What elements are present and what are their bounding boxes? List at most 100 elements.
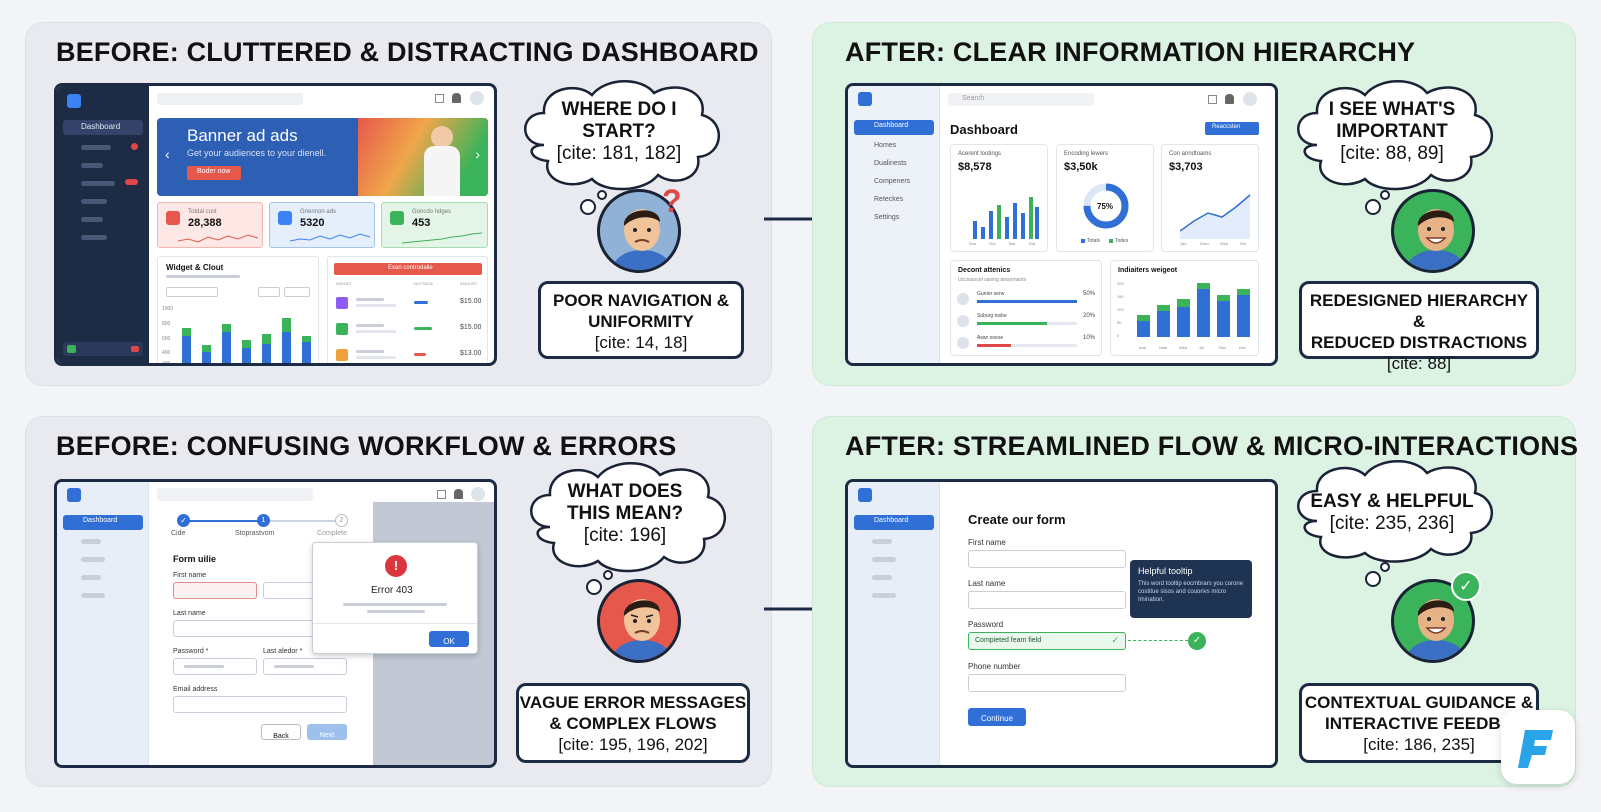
connector-line bbox=[1128, 640, 1188, 641]
panel-title: AFTER: STREAMLINED FLOW & MICRO-INTERACT… bbox=[845, 431, 1579, 461]
happy-avatar bbox=[1391, 189, 1475, 273]
line-chart bbox=[1180, 194, 1251, 239]
select-dropdown[interactable] bbox=[166, 287, 218, 297]
mock-sidebar: Dashboard bbox=[57, 86, 149, 363]
banner-button[interactable]: Boder now bbox=[187, 166, 241, 180]
search-input[interactable] bbox=[157, 93, 303, 105]
chevron-left-icon[interactable]: ‹ bbox=[165, 146, 170, 162]
first-name-field[interactable] bbox=[173, 582, 257, 599]
field[interactable] bbox=[263, 658, 347, 675]
panel-after-workflow: AFTER: STREAMLINED FLOW & MICRO-INTERACT… bbox=[812, 416, 1579, 787]
first-name-field[interactable] bbox=[968, 550, 1126, 568]
nav-item[interactable]: Compeners bbox=[874, 178, 911, 185]
sidebar-footer bbox=[63, 342, 143, 356]
stacked-bar-chart bbox=[1137, 283, 1250, 337]
grid-icon[interactable] bbox=[437, 490, 446, 499]
mock-sidebar: Dashboard Homes Dualinests Compeners Ret… bbox=[848, 86, 940, 363]
password-field[interactable]: Compieted feam field ✓ bbox=[968, 632, 1126, 650]
form-title: Create our form bbox=[968, 512, 1066, 527]
filter-button[interactable] bbox=[258, 287, 280, 297]
action-button[interactable]: Reaccsten bbox=[1205, 122, 1259, 135]
panel-title: BEFORE: CONFUSING WORKFLOW & ERRORS bbox=[56, 431, 677, 461]
logo-icon bbox=[858, 488, 872, 502]
bell-icon[interactable] bbox=[452, 93, 461, 103]
stacked-bar-chart bbox=[182, 318, 311, 363]
bell-icon[interactable] bbox=[1225, 94, 1234, 104]
panel-after-dashboard: AFTER: CLEAR INFORMATION HIERARCHY Dashb… bbox=[812, 22, 1576, 386]
stat-card-3: Goncdo hdges 453 bbox=[381, 202, 488, 248]
password-field[interactable] bbox=[173, 658, 257, 675]
alert-button[interactable]: Exan controdalle bbox=[334, 263, 482, 275]
nav-item[interactable]: Dualinests bbox=[874, 160, 907, 167]
avatar-small[interactable] bbox=[470, 91, 484, 105]
recent-activity-card: Decont attenics Uccnasrcel saning amsoma… bbox=[950, 260, 1102, 356]
phone-field[interactable] bbox=[968, 674, 1126, 692]
donut-chart bbox=[1083, 183, 1129, 229]
badge bbox=[125, 179, 138, 185]
bell-icon[interactable] bbox=[454, 489, 463, 499]
sidebar-item-dashboard[interactable]: Dashboard bbox=[63, 120, 143, 135]
nav-item[interactable]: Settings bbox=[874, 214, 900, 221]
nav-dashboard[interactable]: Dashboard bbox=[854, 120, 934, 135]
indicators-widget-card: Indiaiters weigeot 200 150 100 50 0 Ank … bbox=[1110, 260, 1259, 356]
metric-card-3: Con anndtoams $3,703 Jan Dren Wep Del bbox=[1161, 144, 1259, 252]
widget-chart-card: Widget & Clout 1000 800 600 400 400 bbox=[157, 256, 319, 363]
stepper: ✓ 1 2 Cide Stoprastvom Complete bbox=[171, 514, 348, 537]
avatar-small[interactable] bbox=[1243, 92, 1257, 106]
logo-icon bbox=[67, 94, 81, 108]
panel-title: BEFORE: CLUTTERED & DISTRACTING DASHBOAR… bbox=[56, 37, 759, 67]
nav-item[interactable]: Reteckes bbox=[874, 196, 904, 203]
email-field[interactable] bbox=[173, 696, 347, 713]
back-button[interactable]: Back bbox=[261, 724, 301, 740]
caption-box: REDESIGNED HIERARCHY & REDUCED DISTRACTI… bbox=[1299, 281, 1539, 373]
cluttered-dashboard-mock: Dashboard Banner ad ads Get your audienc… bbox=[54, 83, 497, 366]
notification-dot bbox=[131, 143, 138, 150]
search-input[interactable]: Search bbox=[948, 93, 1094, 106]
table-row[interactable]: $13.00 bbox=[334, 347, 484, 363]
sidebar-item-dashboard[interactable]: Dashboard bbox=[854, 515, 934, 530]
ok-button[interactable]: OK bbox=[429, 631, 469, 647]
avatar-small[interactable] bbox=[471, 487, 485, 501]
search-input[interactable] bbox=[157, 488, 313, 501]
clear-dashboard-mock: Dashboard Homes Dualinests Compeners Ret… bbox=[845, 83, 1278, 366]
next-button[interactable]: Next bbox=[307, 724, 347, 740]
last-name-field[interactable] bbox=[968, 591, 1126, 609]
panel-before-dashboard: BEFORE: CLUTTERED & DISTRACTING DASHBOAR… bbox=[25, 22, 772, 386]
sidebar-item-dashboard[interactable]: Dashboard bbox=[63, 515, 143, 530]
table-row[interactable]: $15.00 bbox=[334, 321, 484, 337]
sort-button[interactable] bbox=[284, 287, 310, 297]
progress-row: Aswr ooese 10% bbox=[957, 335, 1097, 353]
grid-icon[interactable] bbox=[435, 94, 444, 103]
caption-box: POOR NAVIGATION & UNIFORMITY [cite: 14, … bbox=[538, 281, 744, 359]
app-logo-icon bbox=[1501, 710, 1575, 784]
frustrated-avatar bbox=[597, 579, 681, 663]
progress-row: Suburg tosbe 20% bbox=[957, 313, 1097, 331]
mock-sidebar: Dashboard bbox=[848, 482, 940, 765]
error-icon: ! bbox=[385, 555, 407, 577]
metric-card-2: Encoding lewers $3,50k 75% Totals Todes bbox=[1056, 144, 1154, 252]
panel-title: AFTER: CLEAR INFORMATION HIERARCHY bbox=[845, 37, 1416, 67]
banner-ad[interactable]: Banner ad ads Get your audiences to your… bbox=[157, 118, 488, 196]
nav-item[interactable]: Homes bbox=[874, 142, 897, 149]
confusing-form-mock: Dashboard ✓ 1 2 Cide Stoprastvom Complet… bbox=[54, 479, 497, 768]
chevron-right-icon[interactable]: › bbox=[475, 146, 480, 162]
happy-avatar bbox=[1391, 579, 1475, 663]
check-icon: ✓ bbox=[1111, 635, 1119, 645]
continue-button[interactable]: Continue bbox=[968, 708, 1026, 726]
table-card: Exan controdalle WIDGET NUTSAGE AMOUNT $… bbox=[327, 256, 488, 363]
checkmark-badge-icon: ✓ bbox=[1451, 571, 1481, 601]
error-dialog: ! Error 403 OK bbox=[312, 542, 478, 654]
grid-icon[interactable] bbox=[1208, 95, 1217, 104]
table-row[interactable]: $15.00 bbox=[334, 295, 484, 311]
success-check-icon: ✓ bbox=[1188, 632, 1206, 650]
page-title: Dashboard bbox=[950, 122, 1018, 137]
thought-bubble: EASY & HELPFUL[cite: 235, 236] bbox=[1287, 457, 1497, 587]
mock-sidebar: Dashboard bbox=[57, 482, 149, 765]
caption-box: VAGUE ERROR MESSAGES & COMPLEX FLOWS [ci… bbox=[516, 683, 750, 763]
metric-card-1: Acerent lootings $8,578 Sun Gre Bar Dat bbox=[950, 144, 1048, 252]
logo-icon bbox=[67, 488, 81, 502]
streamlined-form-mock: Dashboard Create our form First name Las… bbox=[845, 479, 1278, 768]
stat-card-2: Gnennon ads 5320 bbox=[269, 202, 375, 248]
